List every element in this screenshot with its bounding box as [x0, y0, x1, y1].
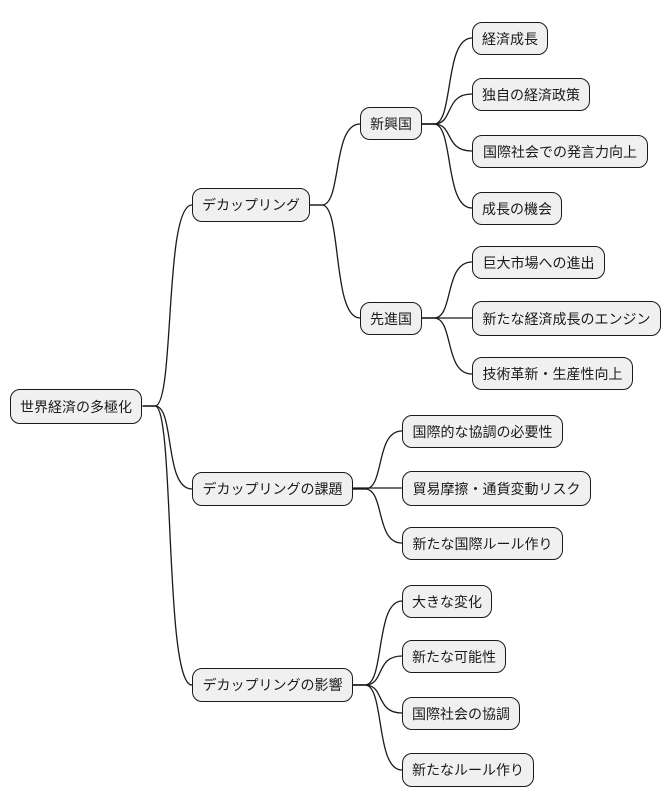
- edge-challenges-international-cooperation: [352, 430, 403, 490]
- mindmap-node-international-cooperation[interactable]: 国際社会の協調: [402, 697, 520, 730]
- mindmap-node-decoupling-challenges[interactable]: デカップリングの課題: [192, 472, 353, 506]
- edge-decoupling-developed: [309, 204, 361, 319]
- mindmap-node-new-possibilities[interactable]: 新たな可能性: [402, 640, 506, 673]
- mindmap-node-trade-friction-currency-risk[interactable]: 貿易摩擦・通貨変動リスク: [402, 471, 591, 506]
- mindmap-node-major-changes[interactable]: 大きな変化: [402, 585, 492, 618]
- mindmap-node-tech-innovation-productivity[interactable]: 技術革新・生産性向上: [472, 357, 633, 390]
- mindmap-node-root[interactable]: 世界経済の多極化: [10, 389, 142, 424]
- mindmap-node-new-growth-engine[interactable]: 新たな経済成長のエンジン: [472, 301, 661, 336]
- edge-developed-tech-innovation: [421, 317, 473, 375]
- mindmap-node-decoupling[interactable]: デカップリング: [192, 188, 310, 222]
- mindmap-node-entry-huge-markets[interactable]: 巨大市場への進出: [472, 246, 605, 279]
- edge-challenges-new-international-rules: [352, 488, 403, 544]
- edge-emerging-economic-growth: [421, 37, 473, 125]
- mindmap-node-stronger-voice-international[interactable]: 国際社会での発言力向上: [472, 135, 648, 168]
- mindmap-node-independent-economic-policy[interactable]: 独自の経済政策: [472, 78, 590, 111]
- edge-root-decoupling-impact: [142, 405, 193, 686]
- mindmap-node-need-international-cooperation[interactable]: 国際的な協調の必要性: [402, 415, 563, 448]
- mindmap-node-emerging-countries[interactable]: 新興国: [360, 107, 422, 140]
- edge-impact-major-changes: [352, 600, 403, 686]
- mindmap-node-growth-opportunities[interactable]: 成長の機会: [472, 192, 562, 225]
- edge-root-decoupling: [142, 204, 193, 407]
- edge-decoupling-emerging: [309, 123, 361, 206]
- mindmap-node-developed-countries[interactable]: 先進国: [360, 302, 422, 335]
- edge-emerging-growth-opportunities: [421, 123, 473, 209]
- edge-developed-huge-markets: [421, 261, 473, 319]
- edge-impact-new-rules: [352, 684, 403, 771]
- mindmap-node-new-international-rules[interactable]: 新たな国際ルール作り: [402, 527, 563, 560]
- mindmap-node-decoupling-impact[interactable]: デカップリングの影響: [192, 668, 353, 702]
- mindmap-node-new-rules[interactable]: 新たなルール作り: [402, 753, 534, 787]
- mindmap-node-economic-growth[interactable]: 経済成長: [472, 22, 548, 55]
